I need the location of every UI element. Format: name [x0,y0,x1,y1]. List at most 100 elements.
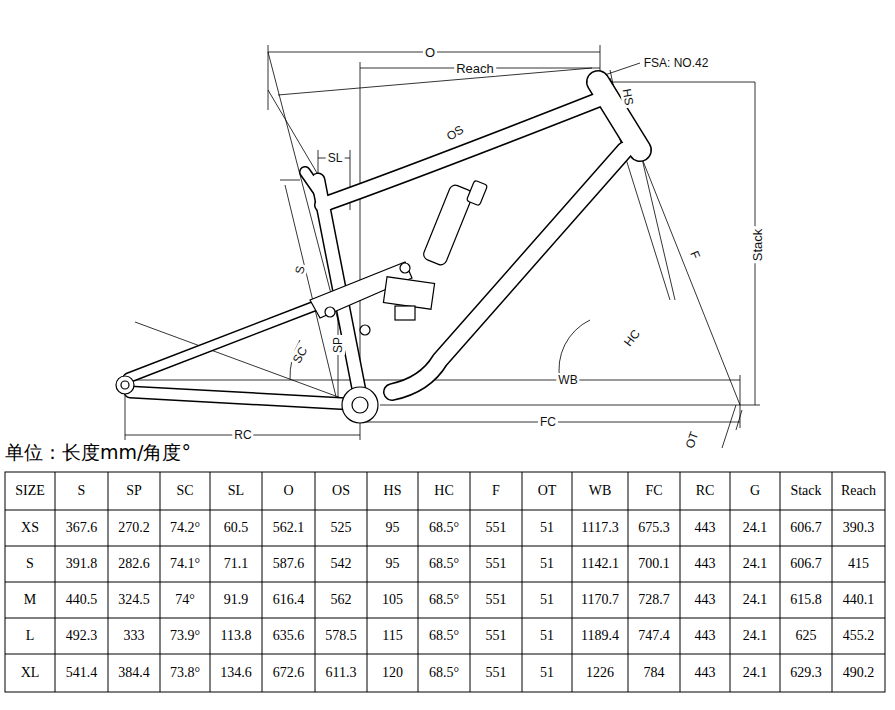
dimension-label: S [292,263,308,278]
dimension-label: OT [682,428,702,452]
table-cell: 415 [848,557,869,571]
table-header: HS [384,484,402,498]
table-cell: 24.1 [743,557,768,571]
table-cell: 490.2 [843,666,875,680]
table-cell: 51 [540,629,554,643]
table-cell: 115 [382,629,402,643]
table-cell: 443 [695,521,716,535]
table-cell: 68.5° [429,557,459,571]
table-header: F [492,484,500,498]
table-header: OT [538,484,557,498]
table-cell: 551 [486,629,507,643]
table-cell: 105 [382,593,403,607]
table-cell: 616.4 [273,593,305,607]
table-header: OS [332,484,350,498]
dimension-label: Stack [750,227,765,264]
table-header: G [750,484,760,498]
table-cell: 440.1 [843,593,875,607]
table-cell: 551 [486,666,507,680]
table-header: Stack [790,484,821,498]
table-cell: 440.5 [66,593,98,607]
table-cell: 324.5 [118,593,150,607]
table-cell: 74.1° [170,557,200,571]
table-header: FC [645,484,662,498]
table-cell: XS [21,521,39,535]
table-cell: 1170.7 [581,593,619,607]
table-header: SL [228,484,244,498]
table-cell: L [26,629,35,643]
table-cell: 551 [486,557,507,571]
table-cell: 24.1 [743,629,768,643]
dimension-label: SL [326,151,345,165]
table-cell: 675.3 [638,521,670,535]
table-cell: 672.6 [273,666,305,680]
table-cell: 24.1 [743,666,768,680]
table-cell: 455.2 [843,629,875,643]
table-header: O [283,484,293,498]
table-cell: 728.7 [638,593,670,607]
table-cell: 551 [486,521,507,535]
table-cell: 113.8 [221,629,252,643]
dimension-label: F [686,247,703,263]
table-header: RC [696,484,715,498]
table-cell: 95 [386,557,400,571]
table-cell: 443 [695,593,716,607]
table-cell: 542 [331,557,352,571]
table-cell: M [24,593,36,607]
table-header: Reach [841,484,876,498]
table-cell: 91.9 [224,593,249,607]
table-cell: 443 [695,666,716,680]
table-cell: 1117.3 [581,521,618,535]
table-cell: 629.3 [790,666,822,680]
table-cell: 541.4 [66,666,98,680]
table-header: HC [434,484,453,498]
table-cell: 73.8° [170,666,200,680]
table-cell: 562 [331,593,352,607]
table-cell: 270.2 [118,521,150,535]
table-header: S [78,484,86,498]
table-cell: 51 [540,666,554,680]
table-cell: 1189.4 [581,629,619,643]
unit-note: 单位：长度mm/角度° [5,443,191,462]
table-cell: 74° [175,593,195,607]
dimension-label: FSA: NO.42 [642,56,711,70]
table-header: WB [589,484,612,498]
dimension-label: O [423,45,437,60]
table-cell: 578.5 [325,629,357,643]
table-cell: 443 [695,629,716,643]
table-cell: 333 [124,629,145,643]
table-cell: 443 [695,557,716,571]
table-header: SP [126,484,142,498]
dimension-label: SC [289,343,311,368]
table-cell: 120 [382,666,403,680]
table-cell: 635.6 [273,629,305,643]
table-cell: XL [21,666,40,680]
table-cell: 51 [540,557,554,571]
table-cell: 68.5° [429,593,459,607]
table-cell: 134.6 [220,666,252,680]
dimension-label: WB [556,373,579,387]
table-cell: 700.1 [638,557,670,571]
table-cell: 611.3 [326,666,357,680]
table-cell: 24.1 [743,521,768,535]
dimension-label: SP [331,335,345,355]
table-cell: 1142.1 [581,557,619,571]
table-cell: 282.6 [118,557,150,571]
table-cell: 492.3 [66,629,98,643]
table-cell: 73.9° [170,629,200,643]
dimension-label: HC [620,325,644,350]
table-cell: 74.2° [170,521,200,535]
table-cell: 68.5° [429,521,459,535]
table-header: SIZE [15,484,45,498]
table-cell: 68.5° [429,666,459,680]
table-cell: 71.1 [224,557,249,571]
table-cell: 551 [486,593,507,607]
table-cell: S [26,557,34,571]
table-cell: 60.5 [224,521,249,535]
table-cell: 384.4 [118,666,150,680]
dimension-label: HS [619,86,636,109]
table-cell: 747.4 [638,629,670,643]
dimension-label: FC [538,415,558,429]
table-cell: 390.3 [843,521,875,535]
